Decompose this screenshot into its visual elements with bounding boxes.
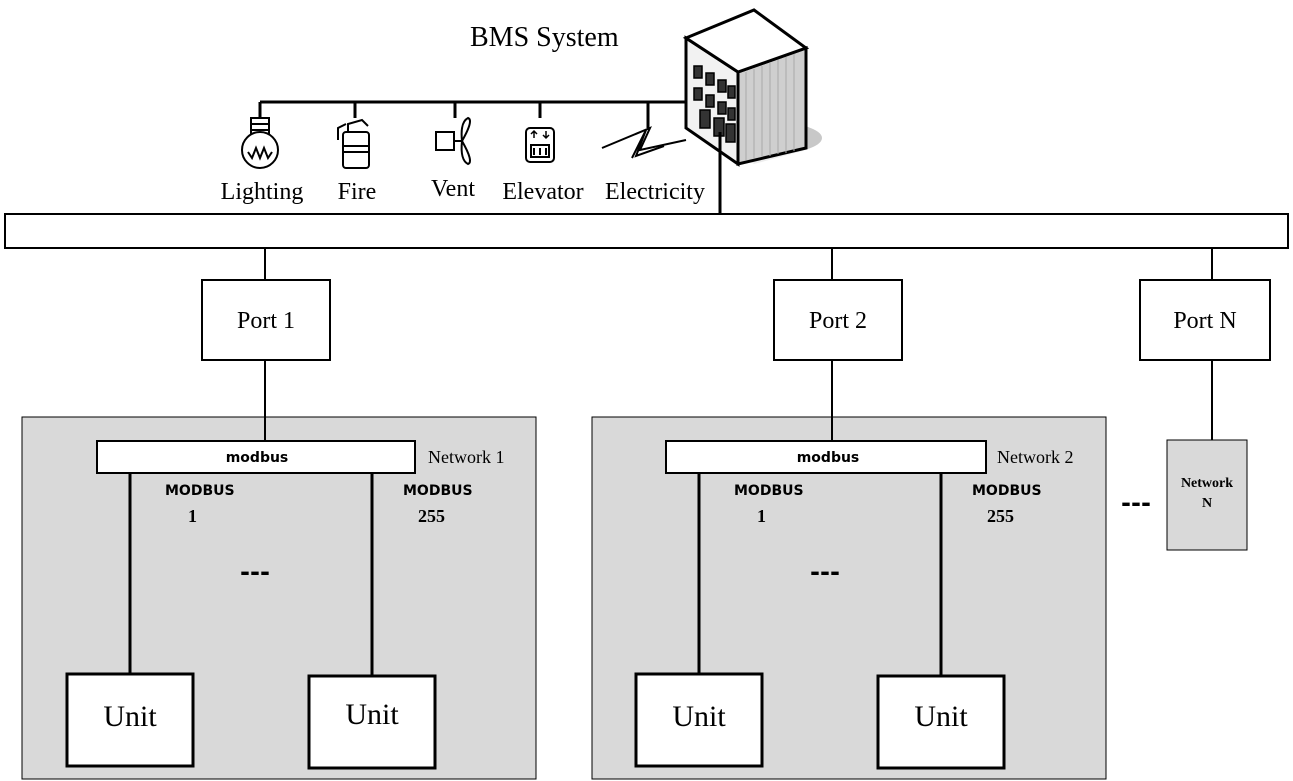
network-1-right-address-line2: 255 (418, 506, 445, 526)
network-1-left-address-line2: 1 (188, 506, 197, 526)
device-label-elevator: Elevator (502, 179, 583, 205)
device-label-vent: Vent (431, 176, 475, 202)
network-1-ellipsis: --- (240, 558, 270, 586)
port-1-label: Port 1 (237, 308, 295, 334)
device-label-lighting: Lighting (221, 179, 304, 205)
network-1-bus-label: modbus (226, 450, 289, 466)
network-n-label-line2: N (1202, 496, 1212, 511)
network-n-panel (1166, 439, 1248, 551)
main-bus (4, 213, 1289, 249)
network-2-right-address-line1: MODBUS (972, 483, 1042, 499)
network-1-right-address-line1: MODBUS (403, 483, 473, 499)
network-2-modbus-bus (665, 440, 987, 474)
fire-extinguisher-icon (337, 118, 370, 169)
network-2-unit-1 (634, 672, 764, 768)
elevator-icon (525, 127, 555, 163)
port-2-box (773, 279, 903, 361)
building-icon (682, 8, 822, 167)
network-2-ellipsis: --- (810, 558, 840, 586)
device-label-electricity: Electricity (605, 179, 705, 205)
network-1-unit-1 (65, 672, 195, 768)
between-networks-ellipsis: --- (1121, 489, 1151, 517)
diagram-title: BMS System (470, 22, 619, 53)
network-n-label-line1: Network (1181, 476, 1233, 491)
network-2-name: Network 2 (997, 447, 1073, 467)
port-n-box (1139, 279, 1271, 361)
network-2-left-address-line1: MODBUS (734, 483, 804, 499)
port-connectors (264, 248, 1213, 441)
network-1-unit-2-label: Unit (345, 698, 399, 731)
device-bus (258, 100, 700, 128)
port-2-label: Port 2 (809, 308, 867, 334)
lightning-icon (601, 126, 687, 159)
network-2-left-address-line2: 1 (757, 506, 766, 526)
port-1-box (201, 279, 331, 361)
port-n-label: Port N (1173, 308, 1236, 334)
network-1-unit-2 (307, 674, 437, 770)
fan-icon (435, 116, 471, 166)
device-label-fire: Fire (338, 179, 377, 205)
network-2-unit-2-label: Unit (914, 700, 968, 733)
network-1-name: Network 1 (428, 447, 504, 467)
network-1-unit-1-label: Unit (103, 700, 157, 733)
light-bulb-icon (241, 117, 279, 169)
network-2-right-address-line2: 255 (987, 506, 1014, 526)
network-1-modbus-bus (96, 440, 416, 474)
network-2-unit-1-label: Unit (672, 700, 726, 733)
network-2-bus-label: modbus (797, 450, 860, 466)
network-1-left-address-line1: MODBUS (165, 483, 235, 499)
network-2-unit-2 (876, 674, 1006, 770)
